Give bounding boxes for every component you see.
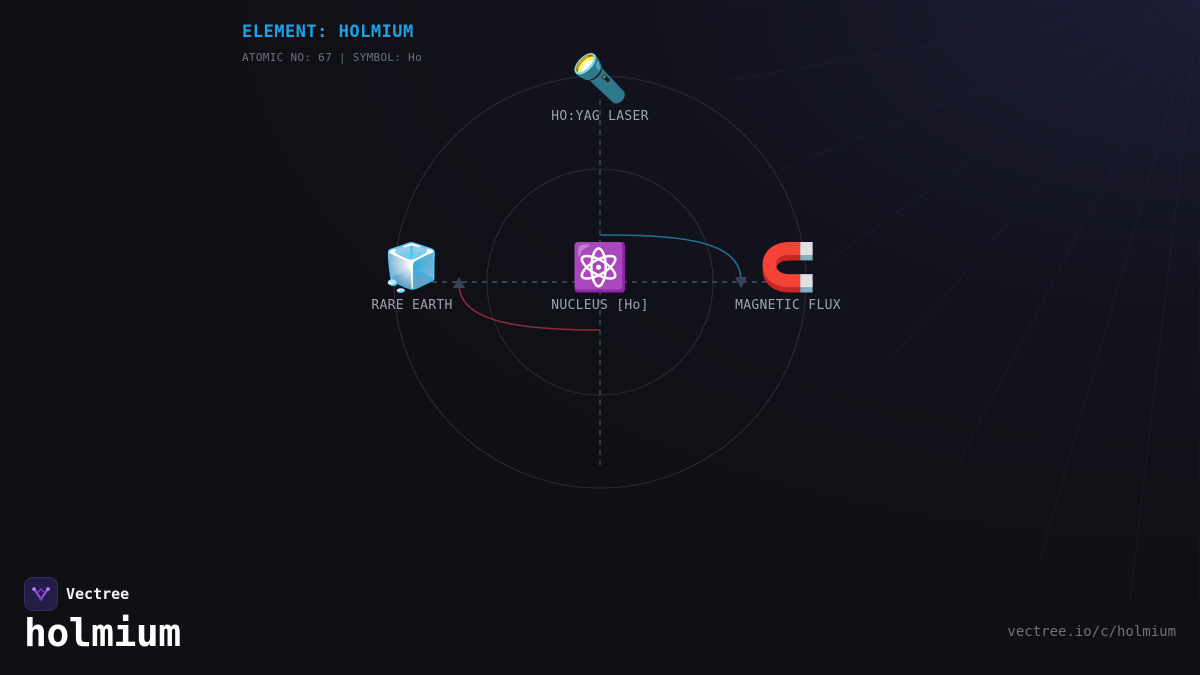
brand-name: Vectree <box>66 585 130 603</box>
flow-path-to-rare-earth <box>458 284 601 331</box>
node-label: NUCLEUS [Ho] <box>551 298 649 313</box>
node-magnetic-flux: 🧲 MAGNETIC FLUX <box>688 241 888 313</box>
arrowhead-magnetic-flux <box>735 277 747 288</box>
flow-path-to-magnetic-flux <box>599 234 742 279</box>
vectree-logo-icon <box>24 577 58 611</box>
ice-cube-icon: 🧊 <box>383 240 441 294</box>
node-label: MAGNETIC FLUX <box>735 298 841 313</box>
node-label: RARE EARTH <box>371 298 453 313</box>
source-url[interactable]: vectree.io/c/holmium <box>1007 624 1176 640</box>
atom-icon: ⚛️ <box>571 240 629 294</box>
element-subtitle: ATOMIC NO: 67 | SYMBOL: Ho <box>242 51 422 64</box>
brand: Vectree <box>24 577 129 611</box>
arrowhead-rare-earth <box>453 277 465 288</box>
node-hoyag-laser: 🔦 HO:YAG LASER <box>500 52 700 124</box>
element-title: ELEMENT: HOLMIUM <box>242 22 414 42</box>
node-label: HO:YAG LASER <box>551 109 649 124</box>
magnet-icon: 🧲 <box>759 240 817 294</box>
page-title: holmium <box>24 611 181 655</box>
node-rare-earth: 🧊 RARE EARTH <box>312 241 512 313</box>
outer-ring <box>393 75 807 489</box>
background-rays <box>680 0 1200 600</box>
node-nucleus: ⚛️ NUCLEUS [Ho] <box>500 241 700 313</box>
flashlight-icon: 🔦 <box>571 51 629 105</box>
